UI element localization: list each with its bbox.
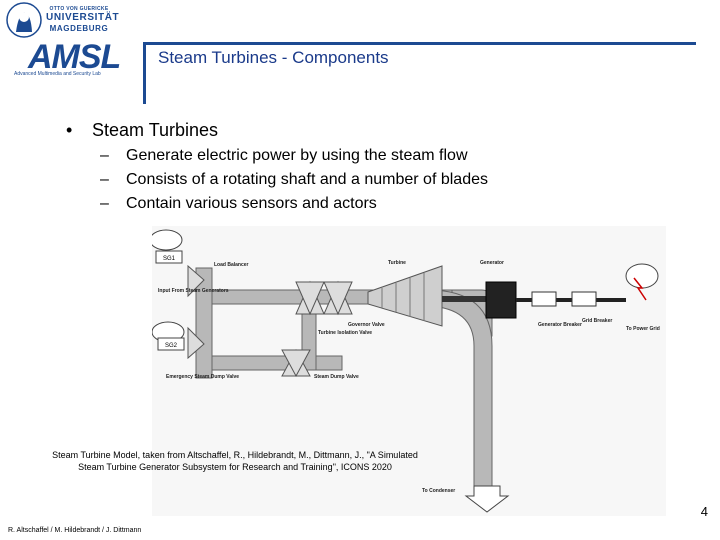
label-load-balancer: Load Balancer	[214, 262, 249, 268]
title-bar	[143, 42, 146, 104]
label-grid-breaker: Grid Breaker	[582, 318, 612, 324]
bullet-steam-turbines: • Steam Turbines	[66, 120, 218, 141]
university-logo: OTTO VON GUERICKE UNIVERSITÄT MAGDEBURG	[4, 2, 120, 40]
label-condenser: To Condenser	[422, 488, 455, 494]
sub-item: –Consists of a rotating shaft and a numb…	[100, 171, 488, 189]
header-rule	[146, 42, 696, 45]
label-power-grid: To Power Grid	[626, 326, 660, 332]
dash-marker: –	[100, 195, 109, 212]
grid-breaker-icon	[571, 291, 597, 307]
sg1-cloud-icon: SG1	[149, 229, 183, 264]
label-emergency: Emergency Steam Dump Valve	[166, 374, 239, 380]
amsl-logo: AMSL Advanced Multimedia and Security La…	[8, 38, 121, 78]
footer-authors: R. Altschaffel / M. Hildebrandt / J. Dit…	[8, 527, 142, 534]
power-grid-cloud-icon	[625, 263, 659, 301]
uni-name-line3: MAGDEBURG	[49, 24, 109, 33]
valve-icons	[187, 264, 353, 378]
figure-caption-line2: Steam Turbine Generator Subsystem for Re…	[78, 462, 392, 472]
label-input: Input From Steam Generators	[158, 288, 229, 294]
portrait-icon	[6, 2, 42, 38]
sub-item: –Generate electric power by using the st…	[100, 147, 468, 165]
sub-item: –Contain various sensors and actors	[100, 195, 377, 213]
bullet-text: Steam Turbines	[92, 120, 219, 140]
generator-breaker-icon	[531, 291, 557, 307]
sg2-label: SG2	[165, 343, 178, 349]
generator	[485, 281, 517, 319]
sg1-label: SG1	[163, 256, 176, 262]
sub-item-text: Generate electric power by using the ste…	[126, 147, 468, 164]
label-generator: Generator	[480, 260, 504, 266]
amsl-subtitle: Advanced Multimedia and Security Lab	[14, 71, 101, 77]
sub-item-text: Contain various sensors and actors	[126, 195, 377, 212]
figure-caption-line1: Steam Turbine Model, taken from Altschaf…	[52, 450, 418, 460]
label-isolation: Turbine Isolation Valve	[318, 330, 372, 336]
amsl-wordmark: AMSL	[28, 38, 121, 76]
power-line	[516, 298, 626, 302]
label-dump: Steam Dump Valve	[314, 374, 359, 380]
turbine-shaft	[442, 296, 486, 302]
logo-area: OTTO VON GUERICKE UNIVERSITÄT MAGDEBURG …	[0, 0, 121, 80]
label-breaker: Generator Breaker	[538, 322, 582, 328]
uni-name-line1: OTTO VON GUERICKE	[49, 6, 109, 12]
page-number: 4	[700, 504, 708, 519]
turbine-blades	[381, 273, 425, 321]
uni-name-line2: UNIVERSITÄT	[46, 12, 120, 23]
slide-title: Steam Turbines - Components	[158, 48, 389, 67]
bullet-marker: •	[66, 120, 73, 140]
label-turbine: Turbine	[388, 260, 406, 266]
label-governor: Governor Valve	[348, 322, 385, 328]
diagram-background	[152, 226, 666, 516]
turbine-diagram: SG1 SG2	[149, 226, 666, 516]
sg2-cloud-icon: SG2	[151, 321, 185, 351]
dash-marker: –	[100, 171, 109, 188]
condenser-arrow-icon	[464, 485, 510, 513]
dash-marker: –	[100, 147, 109, 164]
sub-item-text: Consists of a rotating shaft and a numbe…	[126, 171, 488, 188]
